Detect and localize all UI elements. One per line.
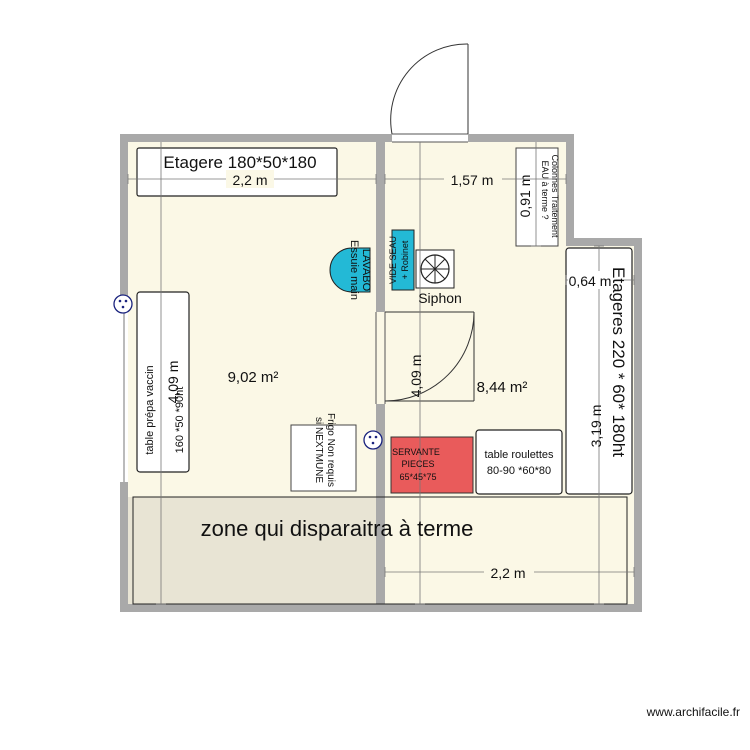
lavabo-label-2: Essuie main — [348, 240, 360, 300]
table-roulettes-label-1: table roulettes — [484, 449, 554, 461]
dim-top-left-width: 2,2 m — [232, 172, 267, 188]
dim-right-height: 3,19 m — [588, 405, 604, 448]
servante-label-2: PIECES — [401, 459, 434, 469]
dim-top-right-width: 1,57 m — [451, 172, 494, 188]
servante-box — [390, 436, 474, 494]
top-door — [390, 43, 469, 135]
dim-right-small: 0,64 m — [569, 273, 612, 289]
zone-left-floor — [128, 497, 376, 604]
right-room-area: 8,44 m² — [477, 379, 528, 396]
frigo-box — [290, 424, 357, 492]
vide-seau-label-1: VIDE SEAU — [388, 236, 398, 284]
top-door-opening — [392, 134, 468, 142]
outlet-middle-icon — [363, 430, 383, 450]
outlet-left-icon — [113, 294, 133, 314]
etageres-right-label: Etageres 220 * 60* 180ht — [609, 267, 628, 457]
table-vaccin-box — [136, 291, 190, 473]
frigo-label-1: Frigo Non requis — [325, 413, 336, 487]
bottom-zone-box — [132, 496, 628, 605]
servante-label-3: 65*45*75 — [399, 472, 436, 482]
servante-label-1: SERVANTE — [392, 447, 440, 457]
siphon-icon — [415, 249, 455, 289]
frigo-label-2: si NEXTMUNE — [313, 417, 324, 483]
left-room-area: 9,02 m² — [228, 369, 279, 386]
bottom-zone-label: zone qui disparaitra à terme — [201, 516, 474, 541]
dim-top-right-small: 0,91 m — [517, 175, 533, 218]
dim-bottom-width: 2,2 m — [490, 565, 525, 581]
middle-door-opening — [376, 312, 385, 404]
siphon-label: Siphon — [418, 290, 462, 306]
table-roulettes-box — [475, 429, 563, 495]
colonnes-label-2: EAU à terme ? — [540, 160, 550, 219]
zone-right-floor — [385, 497, 634, 604]
lavabo-label-1: LAVABO — [360, 249, 372, 292]
dim-left-height: 4,09 m — [165, 361, 181, 404]
dim-middle-height: 4,09 m — [408, 355, 424, 398]
middle-door — [384, 311, 475, 402]
table-vaccin-label-2: 160 *50 *90ht — [174, 387, 186, 454]
watermark: www.archifacile.fr — [646, 705, 740, 719]
table-roulettes-label-2: 80-90 *60*80 — [487, 465, 551, 477]
table-vaccin-label-1: table prépa vaccin — [144, 365, 156, 454]
etagere-top-label: Etagere 180*50*180 — [163, 153, 316, 172]
colonnes-label-1: Colonnes Traitement — [550, 154, 560, 238]
vide-seau-box — [391, 229, 415, 291]
lavabo-shape — [329, 247, 371, 293]
vide-seau-label-2: + Robinet — [400, 240, 410, 279]
colonnes-box — [515, 147, 559, 247]
